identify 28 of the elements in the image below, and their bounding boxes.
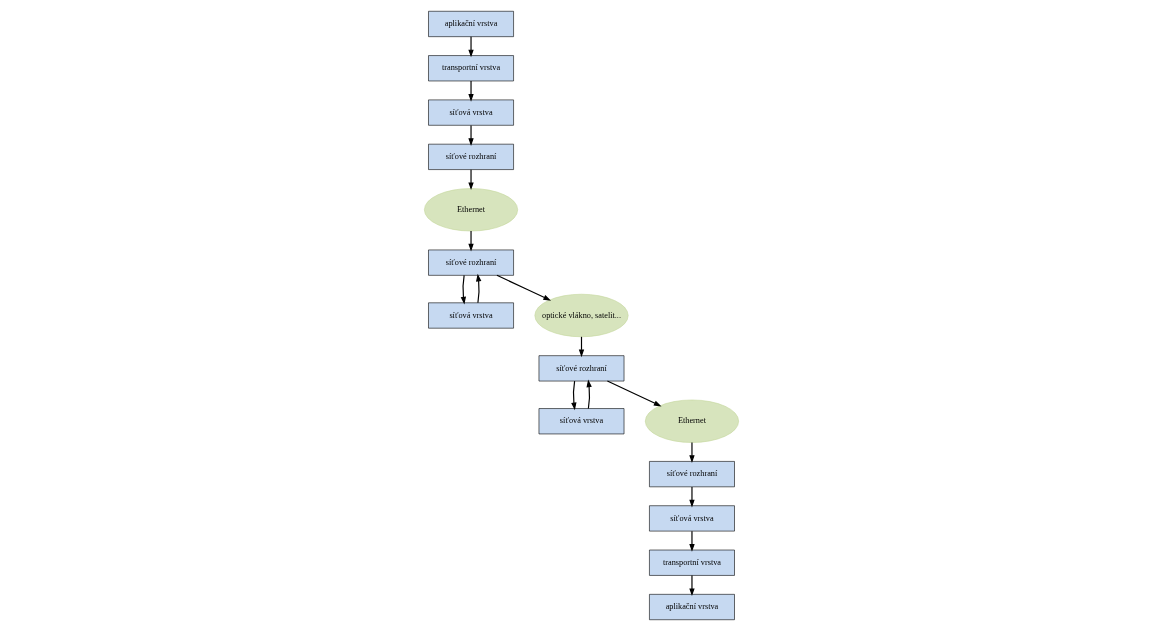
node-box: transportní vrstva [649, 549, 735, 576]
node-box: síťové rozhraní [428, 143, 514, 170]
arrow [606, 380, 662, 407]
arrow [460, 274, 467, 305]
arrow [571, 380, 577, 411]
node-box: síťové rozhraní [428, 249, 514, 276]
arrow [689, 486, 695, 508]
node-box: síťové rozhraní [649, 461, 735, 488]
arrow [689, 530, 695, 552]
arrow [468, 124, 474, 146]
node-box: aplikační vrstva [649, 594, 735, 621]
arrow [468, 230, 474, 252]
arrow [476, 273, 482, 304]
node-box: síťová vrstva [538, 408, 625, 435]
node-box: aplikační vrstva [428, 10, 514, 37]
arrow [689, 441, 695, 463]
arrow [496, 274, 552, 301]
node-ellipse: Ethernet [424, 188, 518, 232]
node-box: síťová vrstva [428, 302, 514, 329]
arrow [468, 36, 474, 58]
arrow [468, 169, 474, 191]
arrow [468, 80, 474, 102]
arrow [689, 574, 695, 597]
node-box: síťové rozhraní [538, 355, 625, 382]
node-box: síťová vrstva [428, 99, 514, 126]
node-box: transportní vrstva [428, 55, 514, 82]
arrow [586, 379, 592, 410]
node-box: síťová vrstva [649, 505, 735, 532]
